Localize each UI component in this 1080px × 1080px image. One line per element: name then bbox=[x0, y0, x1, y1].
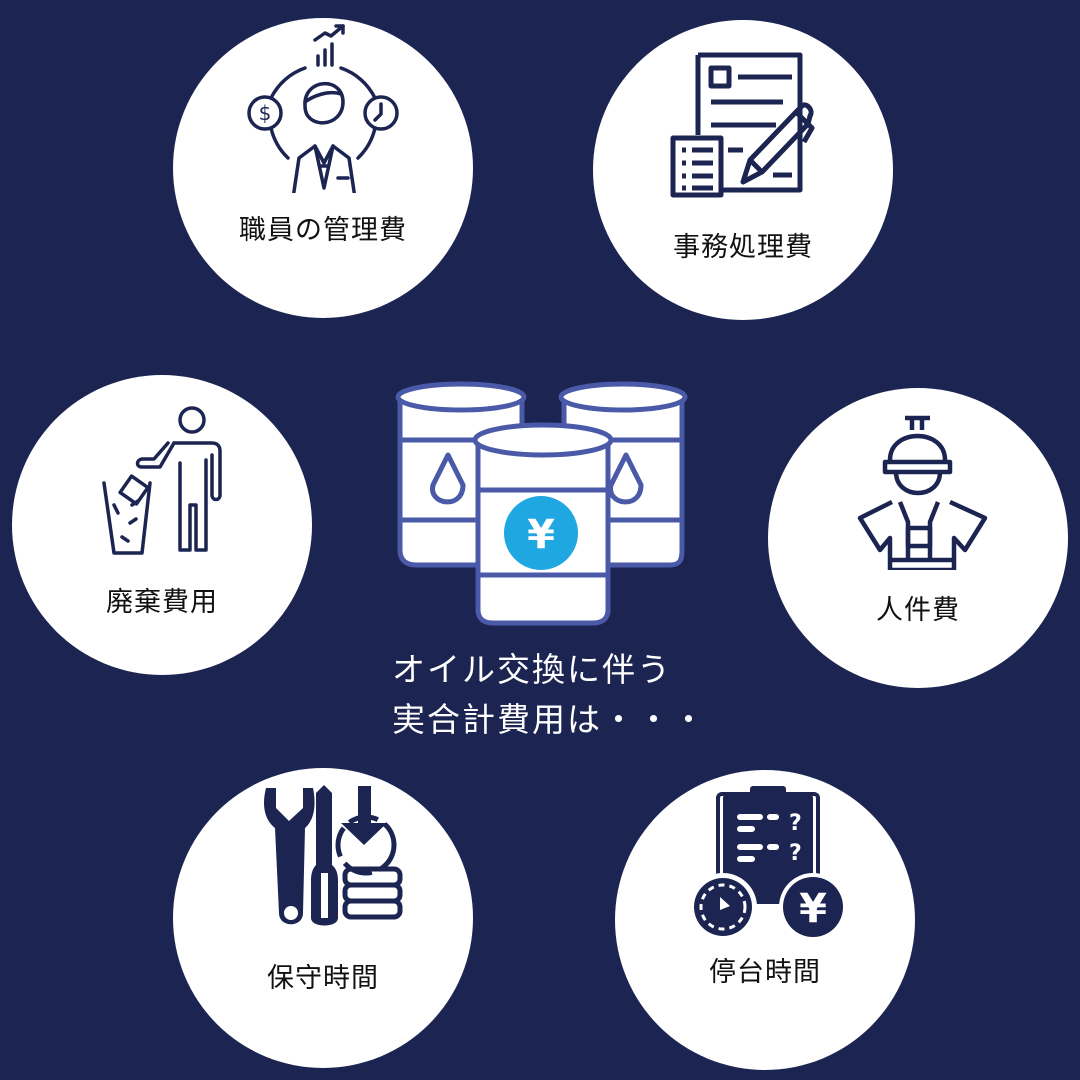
item-label: 人件費 bbox=[876, 595, 960, 626]
oil-barrels-yen-icon: ¥ bbox=[395, 381, 688, 626]
item-label: 停台時間 bbox=[709, 957, 821, 988]
svg-text:?: ? bbox=[789, 811, 802, 836]
svg-text:?: ? bbox=[789, 841, 802, 866]
center-caption-line2: 実合計費用は・・・ bbox=[392, 700, 707, 739]
item-maintenance-time: 保守時間 bbox=[173, 768, 473, 1068]
item-office-processing: 事務処理費 bbox=[593, 20, 893, 320]
center-caption: オイル交換に伴う 実合計費用は・・・ bbox=[392, 645, 707, 745]
tools-icon bbox=[264, 785, 403, 926]
item-labor: 人件費 bbox=[768, 388, 1068, 688]
item-disposal: 廃棄費用 bbox=[12, 375, 312, 675]
document-pen-icon bbox=[670, 52, 815, 198]
businessman-icon: $ bbox=[247, 24, 399, 193]
item-label: 事務処理費 bbox=[673, 232, 813, 263]
item-label: 保守時間 bbox=[267, 963, 379, 994]
worker-icon bbox=[857, 415, 988, 570]
svg-text:$: $ bbox=[259, 101, 272, 125]
item-staff-management: $ 職員の管理費 bbox=[173, 18, 473, 318]
trash-disposal-icon bbox=[102, 406, 222, 555]
item-label: 廃棄費用 bbox=[106, 587, 218, 618]
svg-text:¥: ¥ bbox=[799, 886, 827, 932]
clipboard-clock-yen-icon: ? ? ¥ bbox=[690, 786, 847, 941]
item-label: 職員の管理費 bbox=[239, 215, 407, 246]
svg-text:¥: ¥ bbox=[527, 512, 555, 558]
item-downtime: ? ? ¥ 停台時間 bbox=[615, 770, 915, 1070]
center-caption-line1: オイル交換に伴う bbox=[392, 650, 672, 689]
